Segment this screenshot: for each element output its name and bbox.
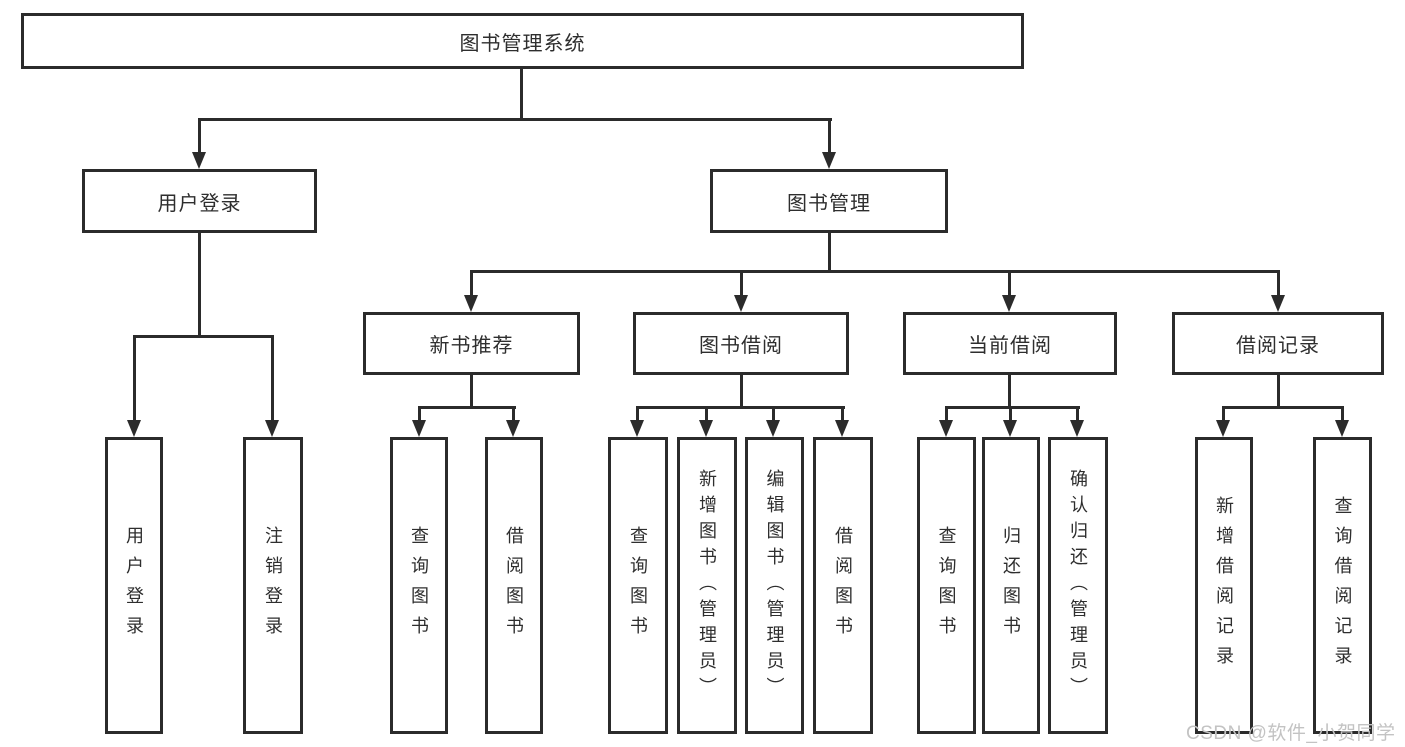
leaf-query-books-borrowing: 查询图书 [608,437,668,734]
arrow-down-icon [1216,420,1230,437]
connector-vline [470,270,473,297]
leaf-add-books-admin: 新增图书（管理员） [677,437,737,734]
arrow-down-icon [1335,420,1349,437]
connector-hline [636,406,845,409]
arrow-down-icon [412,420,426,437]
arrow-down-icon [506,420,520,437]
node-book-management: 图书管理 [710,169,948,233]
node-current-borrowing: 当前借阅 [903,312,1117,375]
connector-hline [133,335,274,338]
connector-vline [512,406,515,422]
connector-vline [271,335,274,421]
node-borrowing-records: 借阅记录 [1172,312,1384,375]
connector-vline [740,375,743,408]
arrow-down-icon [464,295,478,312]
connector-vline [1009,406,1012,422]
leaf-label: 查询图书 [409,525,429,646]
node-root: 图书管理系统 [21,13,1024,69]
arrow-down-icon [127,420,141,437]
connector-hline [470,270,1280,273]
leaf-label: 确认归还（管理员） [1068,468,1088,703]
connector-vline [198,118,201,153]
leaf-label: 查询借阅记录 [1332,495,1353,676]
watermark: CSDN @软件_小贺同学 [1186,723,1396,744]
arrow-down-icon [192,152,206,169]
arrow-down-icon [699,420,713,437]
connector-hline [1222,406,1344,409]
leaf-edit-books-admin: 编辑图书（管理员） [745,437,804,734]
connector-vline [1008,375,1011,408]
connector-vline [945,406,948,422]
connector-vline [198,233,201,338]
leaf-query-books-current: 查询图书 [917,437,976,734]
connector-vline [828,233,831,273]
connector-vline [772,406,775,422]
arrow-down-icon [1070,420,1084,437]
connector-vline [470,375,473,408]
connector-vline [1277,270,1280,297]
connector-vline [1076,406,1079,422]
connector-vline [636,406,639,422]
node-user-login: 用户登录 [82,169,317,233]
leaf-user-login: 用户登录 [105,437,163,734]
leaf-logout: 注销登录 [243,437,303,734]
leaf-label: 新增借阅记录 [1214,495,1234,676]
connector-vline [705,406,708,422]
connector-vline [133,335,136,421]
leaf-return-books: 归还图书 [982,437,1040,734]
arrow-down-icon [1002,295,1016,312]
arrow-down-icon [766,420,780,437]
node-book-borrowing: 图书借阅 [633,312,849,375]
arrow-down-icon [1271,295,1285,312]
leaf-label: 查询图书 [936,525,957,646]
leaf-confirm-return-admin: 确认归还（管理员） [1048,437,1108,734]
connector-vline [520,68,523,119]
leaf-label: 用户登录 [124,525,144,646]
arrow-down-icon [939,420,953,437]
node-new-book-recommend: 新书推荐 [363,312,580,375]
connector-hline [945,406,1080,409]
connector-vline [1222,406,1225,422]
leaf-label: 编辑图书（管理员） [764,468,785,703]
leaf-label: 注销登录 [263,525,283,646]
connector-vline [841,406,844,422]
connector-hline [198,118,832,121]
connector-vline [740,270,743,297]
connector-vline [1341,406,1344,422]
leaf-label: 借阅图书 [504,525,524,646]
leaf-query-borrow-record: 查询借阅记录 [1313,437,1372,734]
connector-vline [1277,375,1280,408]
connector-vline [1008,270,1011,297]
arrow-down-icon [734,295,748,312]
leaf-query-books-recommend: 查询图书 [390,437,448,734]
arrow-down-icon [822,152,836,169]
arrow-down-icon [265,420,279,437]
arrow-down-icon [835,420,849,437]
leaf-label: 归还图书 [1001,525,1021,646]
leaf-borrow-books-borrowing: 借阅图书 [813,437,873,734]
leaf-add-borrow-record: 新增借阅记录 [1195,437,1253,734]
leaf-borrow-books-recommend: 借阅图书 [485,437,543,734]
leaf-label: 新增图书（管理员） [697,468,717,703]
connector-hline [418,406,516,409]
connector-vline [828,118,831,153]
connector-vline [418,406,421,422]
leaf-label: 查询图书 [628,525,648,646]
arrow-down-icon [1003,420,1017,437]
arrow-down-icon [630,420,644,437]
leaf-label: 借阅图书 [833,525,853,646]
